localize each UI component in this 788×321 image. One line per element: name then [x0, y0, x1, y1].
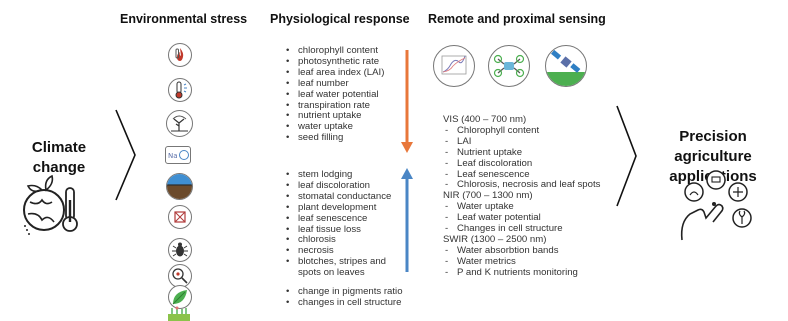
list-item-continuation: spots on leaves: [298, 267, 365, 279]
climate-globe-thermometer-icon: [23, 174, 78, 235]
vis-item: LAI: [443, 136, 613, 148]
list-item: transpiration rate: [284, 100, 399, 112]
list-item: seed filling: [284, 132, 399, 144]
precision-agriculture-line1: Precision agriculture: [674, 128, 752, 165]
swir-item: Water metrics: [443, 256, 613, 268]
swir-item: P and K nutrients monitoring: [443, 267, 613, 279]
climate-change-label: Climate change: [31, 139, 87, 176]
nir-item: Water uptake: [443, 201, 613, 213]
sensing-bands: VIS (400 – 700 nm) Chlorophyll content L…: [443, 114, 613, 279]
list-item: blotches, stripes and: [284, 256, 399, 268]
vis-item: Leaf senescence: [443, 169, 613, 181]
svg-text:Na: Na: [168, 152, 178, 160]
drone-icon: [488, 45, 530, 87]
drought-tree-icon: [166, 110, 193, 137]
list-item: changes in cell structure: [284, 297, 409, 309]
vis-item: Nutrient uptake: [443, 147, 613, 159]
down-arrow-orange: [401, 50, 413, 153]
physiological-list-1: chlorophyll content photosynthetic rate …: [284, 45, 399, 144]
chevron-left-divider: [115, 109, 136, 201]
list-item: photosynthetic rate: [284, 56, 399, 68]
up-arrow-blue: [401, 168, 413, 272]
list-item: leaf discoloration: [284, 180, 399, 192]
list-item: change in pigments ratio: [284, 286, 409, 298]
list-item: stomatal conductance: [284, 191, 399, 203]
list-item: stem lodging: [284, 169, 399, 181]
list-item: nutrient uptake: [284, 111, 399, 123]
crop-field-icon: [168, 306, 190, 321]
pest-beetle-icon: [168, 238, 192, 262]
pollution-icon: [168, 205, 192, 229]
list-item: leaf senescence: [284, 213, 399, 225]
salinity-icon: Na: [165, 146, 191, 164]
vis-item: Chlorophyll content: [443, 125, 613, 137]
nir-item: Changes in cell structure: [443, 223, 613, 235]
list-item: necrosis: [284, 245, 399, 257]
list-item: leaf area index (LAI): [284, 67, 399, 79]
vis-item: Leaf discoloration: [443, 158, 613, 170]
fire-icon: [168, 43, 192, 67]
nir-item: Leaf water potential: [443, 212, 613, 224]
list-item: leaf water potential: [284, 89, 399, 101]
spectrum-chart-icon: [433, 45, 475, 87]
list-item: chlorophyll content: [284, 45, 399, 57]
header-physiological-response: Physiological response: [270, 12, 410, 26]
list-item: leaf number: [284, 78, 399, 90]
vis-range: VIS (400 – 700 nm): [443, 114, 527, 125]
heat-thermometer-icon: [168, 78, 192, 102]
list-item: plant development: [284, 202, 399, 214]
disease-magnifier-icon: [168, 264, 192, 288]
swir-range: SWIR (1300 – 2500 nm): [443, 233, 547, 245]
flood-soil-icon: [166, 173, 193, 200]
list-item: chlorosis: [284, 235, 399, 247]
list-item: water uptake: [284, 121, 399, 133]
header-remote-sensing: Remote and proximal sensing: [428, 12, 606, 26]
list-item: leaf tissue loss: [284, 224, 399, 236]
swir-item: Water absorbtion bands: [443, 245, 613, 257]
precision-agriculture-hand-icon: [680, 170, 752, 241]
leaf-icon: [168, 285, 192, 309]
physiological-list-2: stem lodging leaf discoloration stomatal…: [284, 169, 399, 279]
header-environmental-stress: Environmental stress: [120, 12, 248, 26]
chevron-right-divider: [616, 105, 637, 207]
physiological-list-3: change in pigments ratio changes in cell…: [284, 286, 409, 309]
satellite-icon: [545, 45, 587, 87]
vis-item: Chlorosis, necrosis and leaf spots: [443, 180, 613, 192]
nir-range: NIR (700 – 1300 nm): [443, 190, 533, 202]
